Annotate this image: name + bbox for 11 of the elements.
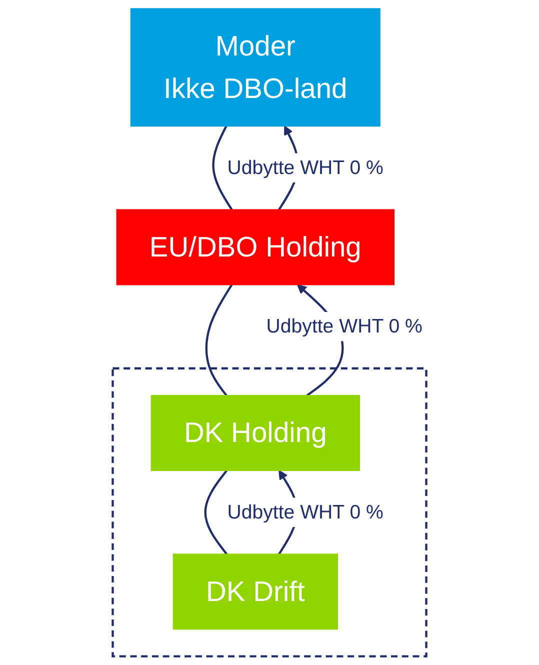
node-box: DK Drift — [172, 554, 338, 630]
connector — [212, 126, 233, 210]
cluster — [112, 367, 428, 658]
edge-label: Udbytte WHT 0 % — [266, 315, 422, 337]
node-box: DK Holding — [150, 394, 360, 472]
connector — [205, 284, 233, 396]
edge-label: Udbytte WHT 0 % — [227, 156, 384, 178]
node-box: Moder Ikke DBO-land — [130, 8, 380, 127]
node-box: EU/DBO Holding — [116, 209, 395, 286]
connector — [204, 470, 228, 555]
edge-label: Udbytte WHT 0 % — [227, 500, 384, 523]
